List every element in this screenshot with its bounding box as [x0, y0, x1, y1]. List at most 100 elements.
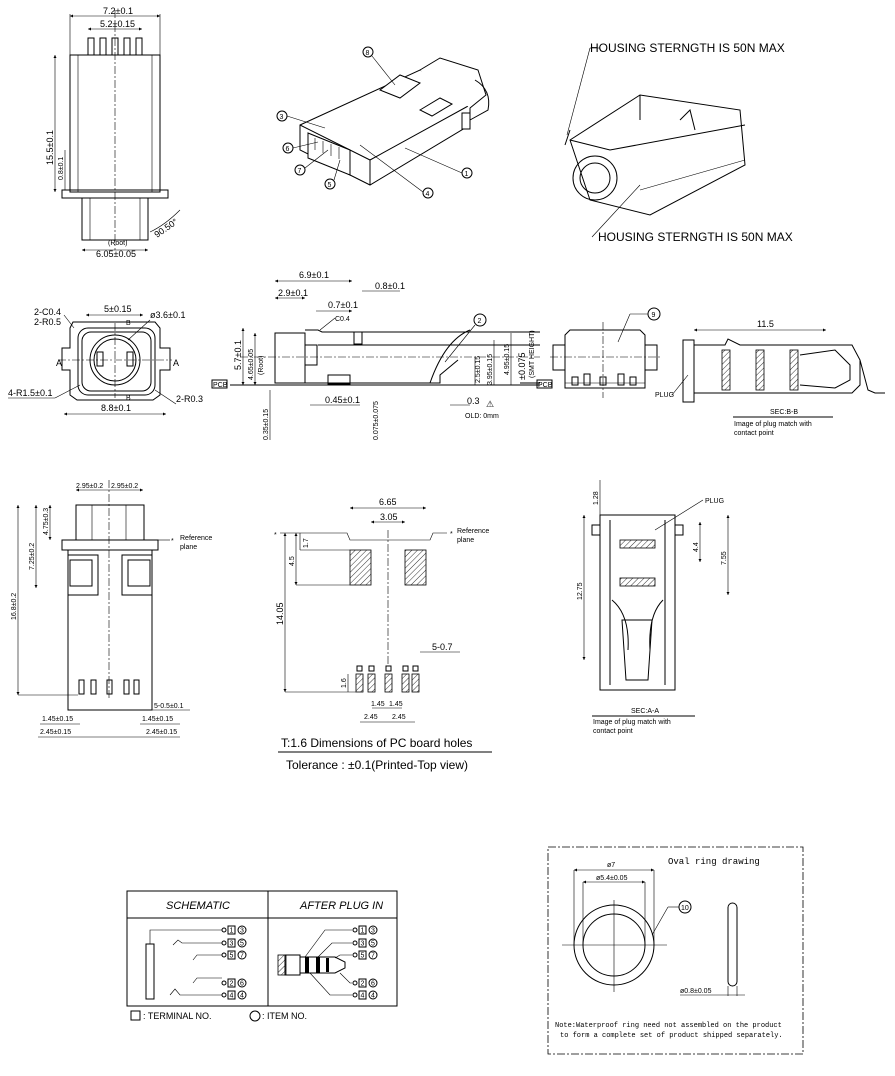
terminal-no: 3 — [230, 941, 234, 948]
dim-width-pins: 5.2±0.15 — [100, 19, 135, 29]
note-line-1: Note:Waterproof ring need not assembled … — [555, 1022, 782, 1030]
reference-label: Reference — [180, 535, 212, 542]
callout-9: 9 — [652, 312, 656, 319]
item-no: 6 — [371, 981, 375, 988]
oval-ring-title: Oval ring drawing — [668, 857, 760, 867]
bottom-view: 2.95±0.2 2.95±0.2 * Reference plane 4.75… — [11, 480, 212, 738]
dim-1-7: 1.7 — [303, 538, 310, 548]
section-title: SEC:A-A — [631, 708, 659, 715]
item-no: 6 — [240, 981, 244, 988]
dim-len-front: 2.9±0.1 — [278, 288, 308, 298]
legend-terminal: : TERMINAL NO. — [143, 1011, 212, 1021]
dim-radius-bottom: 2-R0.3 — [176, 394, 203, 404]
dim-w-inner: 3.05 — [380, 512, 398, 522]
rear-view: 9 — [550, 307, 661, 398]
terminal-no: 1 — [361, 928, 365, 935]
dim-width-outer: 8.8±0.1 — [101, 403, 131, 413]
dim-half-left: 2.95±0.2 — [76, 483, 103, 490]
section-mark-a-right: A — [173, 358, 179, 368]
dim-len-tab: 0.8±0.1 — [375, 281, 405, 291]
plug-label: PLUG — [655, 392, 674, 399]
terminal-no: 4 — [230, 993, 234, 1000]
pcb-holes-view: * * Reference plane 6.65 3.05 1.7 4.5 14… — [274, 497, 492, 772]
terminal-no: 4 — [361, 993, 365, 1000]
oval-ring-drawing: Oval ring drawing ø7 ø5.4±0.05 10 ø0.8±0… — [547, 846, 804, 1055]
section-mark-b-bottom: B — [126, 395, 131, 402]
front-view: A A B B 5±0.15 ø3.6±0.1 2-C0.4 2-R0.5 4-… — [8, 304, 203, 416]
dim-12-75: 12.75 — [577, 582, 584, 600]
dim-len-step: 0.7±0.1 — [328, 300, 358, 310]
legend-item: : ITEM NO. — [262, 1011, 307, 1021]
terminal-no: 5 — [361, 953, 365, 960]
dim-width-outer: 7.2±0.1 — [103, 6, 133, 16]
dim-bore: ø3.6±0.1 — [150, 310, 185, 320]
caption-line-1: Image of plug match with — [734, 421, 812, 428]
reference-label-2: plane — [457, 537, 474, 544]
dim-chamfer: C0.4 — [335, 316, 350, 323]
item-no: 5 — [240, 941, 244, 948]
dim-chamfer: 2-C0.4 — [34, 307, 61, 317]
reference-label: Reference — [457, 528, 489, 535]
dim-p2-left: 2.45±0.15 — [40, 729, 71, 736]
callout-7: 7 — [298, 168, 302, 175]
dim-d3: 16.8±0.2 — [11, 593, 18, 620]
reference-asterisk: * — [171, 538, 174, 545]
dim-w-outer: 6.65 — [379, 497, 397, 507]
reference-asterisk: * — [274, 532, 277, 539]
dim-1-28: 1.28 — [593, 491, 600, 505]
pcb-holes-title: T:1.6 Dimensions of PC board holes — [281, 736, 472, 750]
dim-7-55: 7.55 — [721, 551, 728, 565]
section-a-a: 1.28 PLUG 4.4 7.55 12.75 SEC:A-A Image o… — [577, 480, 730, 735]
callout-4: 4 — [426, 191, 430, 198]
dim-smt-tol: ±0.075 — [517, 353, 527, 380]
item-no: 3 — [240, 928, 244, 935]
item-circle-icon — [249, 1010, 261, 1022]
iso-view-front: HOUSING STERNGTH IS 50N MAX HOUSING STER… — [564, 41, 793, 244]
section-b-b: 11.5 PLUG SEC:B-B Image of plug match wi… — [655, 319, 885, 437]
caption-line-1: Image of plug match with — [593, 719, 671, 726]
item-no: 3 — [371, 928, 375, 935]
iso-view: 8 3 6 7 5 4 1 — [276, 46, 490, 199]
terminal-no: 1 — [230, 928, 234, 935]
item-no: 5 — [371, 941, 375, 948]
dim-p2: 1.45 — [389, 701, 403, 708]
reference-label-2: plane — [180, 544, 197, 551]
pcb-label-right: PCB — [538, 382, 553, 389]
dim-d1: 4.75±0.3 — [43, 508, 50, 535]
plug-label: PLUG — [705, 498, 724, 505]
item-no: 4 — [240, 993, 244, 1000]
dim-coplanarity: 0.075±0.075 — [373, 401, 380, 440]
reference-asterisk-right: * — [450, 531, 453, 538]
caption-line-2: contact point — [734, 430, 774, 437]
dim-section: ø0.8±0.05 — [680, 988, 712, 995]
dim-root: (Root) — [108, 240, 127, 247]
dim-1-6: 1.6 — [341, 678, 348, 688]
warning-triangle-icon: ⚠ — [486, 399, 494, 409]
dim-4-4: 4.4 — [693, 542, 700, 552]
dim-gap: 0.45±0.1 — [325, 395, 360, 405]
dim-outer: ø7 — [607, 862, 615, 869]
dim-14-05: 14.05 — [275, 602, 285, 625]
dim-d2: 7.25±0.2 — [29, 543, 36, 570]
dim-p4: 2.45 — [392, 714, 406, 721]
dim-height: 5.7±0.1 — [233, 340, 243, 370]
pcb-holes-tolerance: Tolerance : ±0.1(Printed-Top view) — [286, 758, 468, 772]
dim-half-right: 2.95±0.2 — [111, 483, 138, 490]
item-no: 7 — [371, 953, 375, 960]
dim-p1-right: 1.45±0.15 — [142, 716, 173, 723]
dim-lead: 0.3 — [467, 396, 480, 406]
housing-note-top: HOUSING STERNGTH IS 50N MAX — [590, 41, 785, 55]
after-plug-header: AFTER PLUG IN — [299, 900, 383, 912]
dim-p1: 1.45 — [371, 701, 385, 708]
dim-height: 15.5±0.1 — [45, 130, 55, 165]
